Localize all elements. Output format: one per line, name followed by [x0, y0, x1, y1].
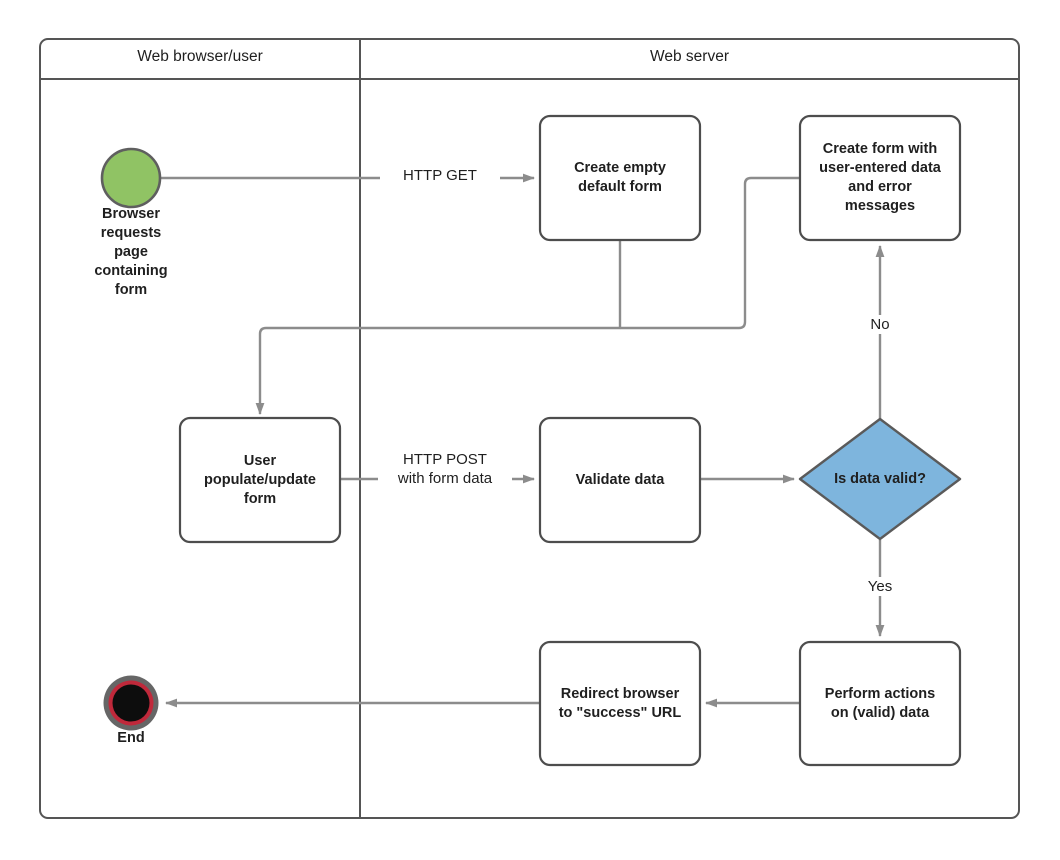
node-create-empty-box[interactable]	[538, 114, 702, 242]
node-create-errors-box[interactable]	[798, 114, 962, 242]
pool-frame	[39, 38, 1020, 819]
node-redirect-box[interactable]	[538, 640, 702, 767]
node-perform-box[interactable]	[798, 640, 962, 767]
lane-title-server: Web server	[650, 48, 729, 65]
node-layer	[100, 114, 962, 767]
lane-title-browser: Web browser/user	[137, 48, 263, 65]
edge-create-empty-to-user-populate	[255, 240, 622, 415]
node-start-circle[interactable]	[100, 147, 162, 209]
node-validate-box[interactable]	[538, 416, 702, 544]
edge-create-errors-to-user-populate	[620, 176, 800, 330]
node-decision-diamond[interactable]	[798, 417, 962, 541]
node-end-circle[interactable]	[103, 675, 159, 731]
node-user-populate-box[interactable]	[178, 416, 342, 544]
